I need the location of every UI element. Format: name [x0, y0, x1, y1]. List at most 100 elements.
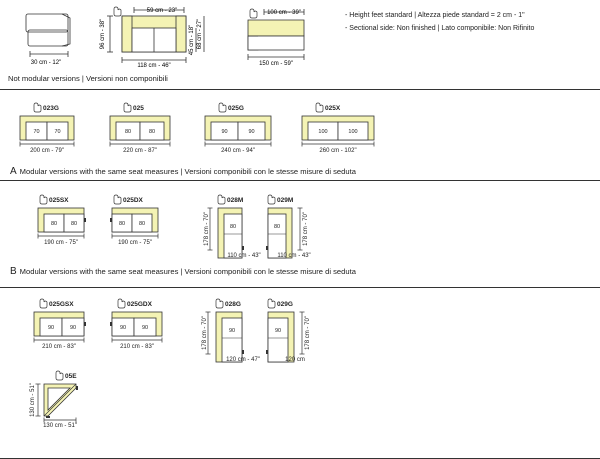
hand-icon	[217, 194, 226, 205]
corner-diagonal	[43, 383, 77, 417]
width-label: 260 cm - 102"	[319, 148, 356, 154]
note-sectional-side: - Sectional side: Non finished | Lato co…	[345, 25, 535, 32]
seat-width: 90	[248, 129, 254, 135]
model-code: 023G	[43, 105, 59, 112]
divider	[0, 180, 600, 181]
top-area: 30 cm - 12" 59 cm - 23" 96 cm - 38" 45 c…	[25, 6, 305, 69]
seat-width: 90	[70, 325, 76, 331]
chaise-028M: 80	[217, 207, 244, 259]
chaise-profile-drawing	[247, 9, 305, 60]
model-code: 025DX	[123, 197, 144, 204]
seat-cushion	[237, 121, 266, 141]
width-label: 200 cm - 79"	[30, 148, 64, 154]
sectional-joint	[110, 322, 112, 326]
depth-label: 130 cm - 51"	[30, 383, 36, 417]
seat-cushion	[139, 121, 165, 141]
model-code: 029M	[277, 197, 293, 204]
width-label: 130 cm - 51"	[43, 423, 77, 429]
depth-label: 178 cm - 70"	[204, 212, 210, 246]
dim-45: 45 cm - 18"	[189, 25, 195, 55]
model-code: 028M	[227, 197, 243, 204]
sectional-joint	[76, 386, 78, 390]
width-label: 110 cm - 43"	[227, 253, 260, 259]
seat-cushion	[46, 121, 69, 141]
width-label: 120 cm	[285, 357, 305, 363]
notes: - Height feet standard | Altezza piede s…	[345, 9, 534, 35]
seat-cushion	[63, 213, 85, 233]
sectional-joint	[84, 322, 86, 326]
corner-unit: 05E 130 cm - 51" 130 cm - 51"	[30, 370, 78, 429]
seat-width: 80	[274, 224, 280, 230]
hand-icon	[267, 194, 276, 205]
hand-icon	[267, 298, 276, 309]
seat-width: 100	[348, 129, 357, 135]
model-code: 028G	[225, 301, 241, 308]
chaise-028G: 90	[215, 311, 244, 363]
model-code: 025GSX	[49, 301, 74, 308]
model-code: 025	[133, 105, 144, 112]
sectional-joint	[46, 416, 50, 418]
chaise-cushion	[221, 317, 243, 363]
seat-width: 90	[229, 328, 235, 334]
chaise-cushion	[267, 213, 287, 259]
width-label: 210 cm - 83"	[42, 344, 76, 350]
divider	[0, 89, 600, 90]
sectional-joint	[266, 350, 268, 354]
sectional-joint	[84, 218, 86, 222]
hand-icon	[215, 298, 224, 309]
seat-cushion	[61, 317, 85, 337]
width-label: 110 cm - 43"	[277, 253, 310, 259]
dim-30: 30 cm - 12"	[31, 60, 61, 66]
sofa-side-drawing	[107, 7, 205, 63]
section-title-non-modular: Not modular versions | Versioni non comp…	[8, 74, 168, 83]
model-code: 05E	[65, 373, 77, 380]
depth-label: 178 cm - 70"	[303, 212, 309, 246]
hand-icon	[39, 298, 48, 309]
sectional-joint	[242, 350, 244, 354]
dim-68: 68 cm - 27"	[197, 19, 203, 49]
hand-icon	[117, 298, 126, 309]
depth-label: 178 cm - 70"	[305, 316, 311, 350]
width-label: 120 cm - 47"	[226, 357, 260, 363]
seat-cushion	[133, 317, 157, 337]
model-code: 029G	[277, 301, 293, 308]
hand-icon	[113, 194, 122, 205]
seat-cushion	[131, 213, 153, 233]
hand-icon	[315, 102, 324, 113]
dim-96: 96 cm - 38"	[100, 19, 106, 49]
width-label: 190 cm - 75"	[44, 240, 78, 246]
divider	[0, 287, 600, 288]
depth-label: 178 cm - 70"	[202, 316, 208, 350]
section-letter-b: B	[10, 266, 17, 277]
hand-icon	[39, 194, 48, 205]
hand-icon	[113, 6, 122, 17]
hand-icon	[249, 8, 258, 19]
dim-59: 59 cm - 23"	[147, 8, 177, 14]
model-code: 025SX	[49, 197, 69, 204]
sectional-joint	[110, 218, 112, 222]
seat-width: 80	[71, 221, 77, 227]
sofa-025G: 90 90	[204, 115, 272, 141]
width-label: 210 cm - 83"	[120, 344, 154, 350]
hand-icon	[33, 102, 42, 113]
hand-icon	[218, 102, 227, 113]
seat-width: 90	[275, 328, 281, 334]
hand-icon	[123, 102, 132, 113]
corner-cushion	[47, 387, 71, 411]
section-b-text: Modular versions with the same seat meas…	[19, 267, 356, 276]
seat-width: 80	[125, 129, 131, 135]
seat-width: 90	[221, 129, 227, 135]
seat-cushion	[337, 121, 369, 141]
seat-width: 80	[230, 224, 236, 230]
seat-width: 100	[318, 129, 327, 135]
